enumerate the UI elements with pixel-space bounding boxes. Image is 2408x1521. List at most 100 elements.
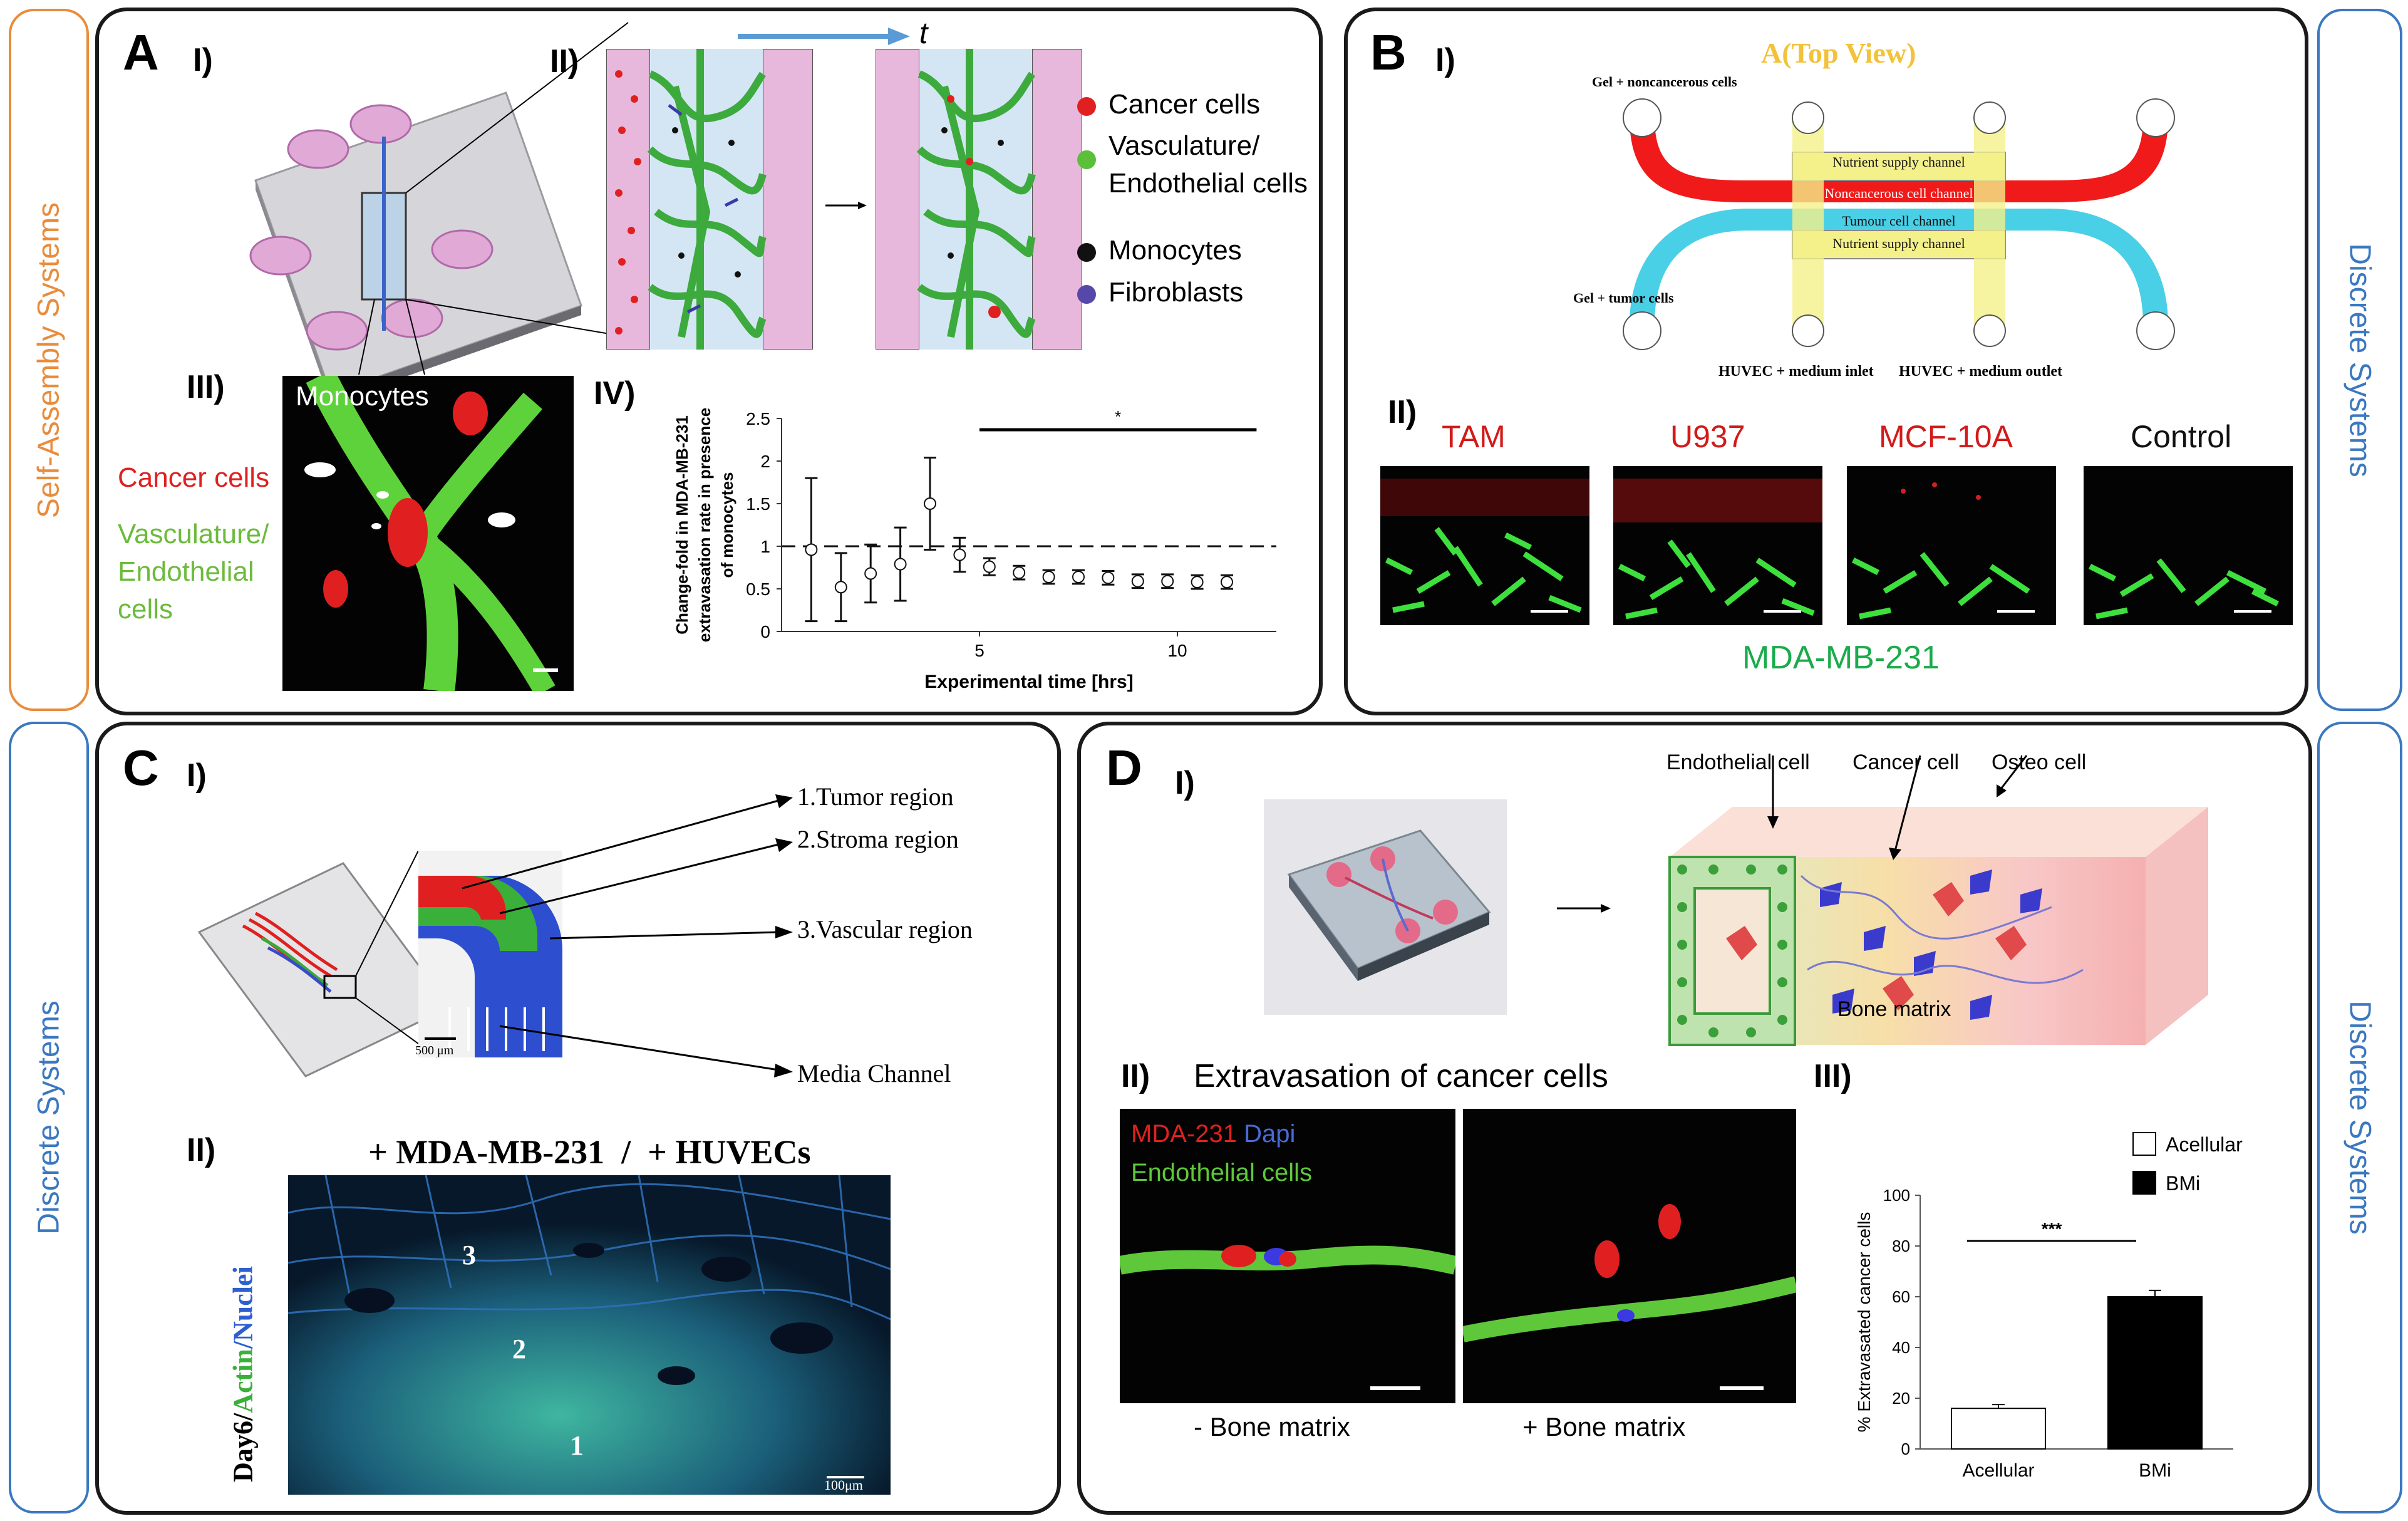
y-axis-label: extravasation rate in presence bbox=[695, 408, 714, 642]
nutrient-top-label: Nutrient supply channel bbox=[1832, 154, 1965, 170]
micro-vasc-label-2: Endothelial bbox=[118, 556, 254, 587]
data-point bbox=[1221, 576, 1233, 589]
panel-d-sub-ii: II) bbox=[1121, 1058, 1150, 1094]
scale-100um: 100μm bbox=[824, 1477, 863, 1493]
legend-swatch bbox=[2132, 1132, 2156, 1156]
noncancerous-channel-label: Noncancerous cell channel bbox=[1825, 185, 1973, 201]
image-title: + MDA-MB-231 / + HUVECs bbox=[368, 1133, 811, 1171]
micrograph-mcf10a bbox=[1847, 466, 2056, 625]
y-tick-label: 20 bbox=[1892, 1389, 1910, 1408]
y-axis-label: of monocytes bbox=[718, 472, 736, 578]
data-point bbox=[805, 543, 818, 556]
y-axis-label: % Extravasated cancer cells bbox=[1854, 1212, 1874, 1433]
y-axis-label: Change-fold in MDA-MB-231 bbox=[673, 415, 691, 635]
legend-label: Acellular bbox=[2166, 1133, 2243, 1156]
side-label-bottom-left: Discrete Systems bbox=[9, 722, 89, 1513]
data-point bbox=[834, 581, 847, 594]
side-label-text: Discrete Systems bbox=[32, 1000, 66, 1235]
micro-vasc-label-3: cells bbox=[118, 594, 173, 625]
caption-plus-bone: + Bone matrix bbox=[1522, 1412, 1686, 1441]
stain-dapi: Dapi bbox=[1244, 1120, 1296, 1148]
gel-tumor-label: Gel + tumor cells bbox=[1573, 290, 1674, 306]
significance-marker: *** bbox=[2042, 1219, 2062, 1238]
panel-b: B I) II) Nutrient supply channel Noncanc… bbox=[1344, 8, 2308, 715]
micrograph-u937 bbox=[1613, 466, 1822, 625]
micrograph-tam bbox=[1380, 466, 1589, 625]
data-point bbox=[983, 560, 996, 573]
micrograph-control bbox=[2084, 466, 2293, 625]
panel-c-sub-i: I) bbox=[187, 757, 207, 794]
panel-a-label: A bbox=[123, 24, 159, 80]
tumor-region-label: 1.Tumor region bbox=[797, 782, 954, 811]
legend-dot-monocytes bbox=[1077, 243, 1096, 262]
stain-endothelial: Endothelial cells bbox=[1131, 1159, 1313, 1186]
legend-fibroblasts: Fibroblasts bbox=[1108, 277, 1244, 308]
bar bbox=[1951, 1408, 2046, 1450]
chip-photo bbox=[1264, 799, 1507, 1015]
condition-control: Control bbox=[2131, 419, 2232, 454]
x-tick-label: 5 bbox=[974, 641, 984, 660]
panel-b-sub-ii: II) bbox=[1388, 394, 1417, 430]
region-arrows bbox=[462, 794, 793, 1077]
x-tick-label: Acellular bbox=[1962, 1460, 2034, 1481]
flow-arrow bbox=[1557, 904, 1611, 913]
data-point bbox=[1102, 571, 1115, 584]
data-point bbox=[1042, 570, 1055, 583]
micrograph-minus-bone bbox=[1120, 1109, 1455, 1403]
y-tick-label: 40 bbox=[1892, 1338, 1910, 1357]
x-axis-label: Experimental time [hrs] bbox=[924, 672, 1133, 692]
panel-d-label: D bbox=[1106, 740, 1142, 796]
huvec-outlet-label: HUVEC + medium outlet bbox=[1899, 363, 2062, 380]
endothelial-cell-label: Endothelial cell bbox=[1666, 750, 1810, 774]
zoom-lines bbox=[358, 22, 629, 375]
panel-b-sub-i: I) bbox=[1435, 42, 1455, 78]
condition-mcf10a: MCF-10A bbox=[1879, 419, 2013, 454]
osteo-cell-label: Osteo cell bbox=[1992, 750, 2087, 774]
side-label-text: Discrete Systems bbox=[2343, 1000, 2377, 1235]
time-symbol: t bbox=[919, 17, 928, 50]
legend-endothelial-cells: Endothelial cells bbox=[1108, 168, 1308, 199]
cell-line-label: MDA-MB-231 bbox=[1742, 640, 1940, 676]
stroma-region-label: 2.Stroma region bbox=[797, 825, 959, 853]
y-tick-label: 0 bbox=[760, 622, 770, 641]
gel-noncancerous-label: Gel + noncancerous cells bbox=[1592, 74, 1737, 90]
panel-d-sub-iii: III) bbox=[1814, 1058, 1852, 1094]
chip-device-illustration bbox=[249, 91, 582, 393]
y-tick-label: 1 bbox=[760, 537, 770, 556]
stain-mda-dapi: MDA-231 Dapi bbox=[1131, 1120, 1295, 1148]
data-point bbox=[1072, 570, 1085, 583]
side-label-bottom-right: Discrete Systems bbox=[2317, 722, 2402, 1513]
bar bbox=[2107, 1296, 2203, 1450]
scale-500um: 500 μm bbox=[415, 1044, 454, 1057]
panel-c: C I) II) 500 μm 1.Tumor region 2.Stroma … bbox=[95, 722, 1061, 1515]
side-label-text: Self-Assembly Systems bbox=[32, 202, 66, 518]
stain-nuclei: Nuclei bbox=[227, 1266, 259, 1341]
stain-actin: Actin bbox=[227, 1349, 259, 1413]
cancer-cell-label: Cancer cell bbox=[1853, 750, 1960, 774]
panel-c-sub-ii: II) bbox=[187, 1132, 216, 1168]
legend-dot-fibroblasts bbox=[1077, 285, 1096, 304]
vascular-region-label: 3.Vascular region bbox=[797, 915, 973, 943]
stain-label: Day6/Actin/Nuclei bbox=[227, 1237, 259, 1512]
legend-cancer-cells: Cancer cells bbox=[1108, 89, 1261, 120]
panel-b-label: B bbox=[1370, 24, 1407, 80]
schematic-arrows bbox=[1767, 755, 2028, 860]
huvec-inlet-label: HUVEC + medium inlet bbox=[1718, 363, 1874, 380]
media-channel-label: Media Channel bbox=[797, 1059, 951, 1088]
bone-matrix-schematic bbox=[1668, 807, 2208, 1046]
x-tick-label: BMi bbox=[2139, 1460, 2171, 1481]
side-label-text: Discrete Systems bbox=[2343, 242, 2377, 477]
micrograph-plus-bone bbox=[1463, 1109, 1796, 1403]
side-label-top-left: Self-Assembly Systems bbox=[9, 9, 89, 711]
panel-a-sub-i: I) bbox=[193, 42, 213, 78]
region-number-2: 2 bbox=[512, 1334, 526, 1364]
stain-mda231: MDA-231 bbox=[1131, 1120, 1237, 1148]
vessel-schematic-after bbox=[876, 49, 1082, 350]
y-tick-label: 1.5 bbox=[746, 494, 770, 514]
legend-swatch bbox=[2132, 1171, 2156, 1195]
monocyte-micrograph bbox=[282, 376, 574, 691]
data-point bbox=[1131, 574, 1144, 588]
schematic-title: A(Top View) bbox=[1761, 37, 1916, 69]
